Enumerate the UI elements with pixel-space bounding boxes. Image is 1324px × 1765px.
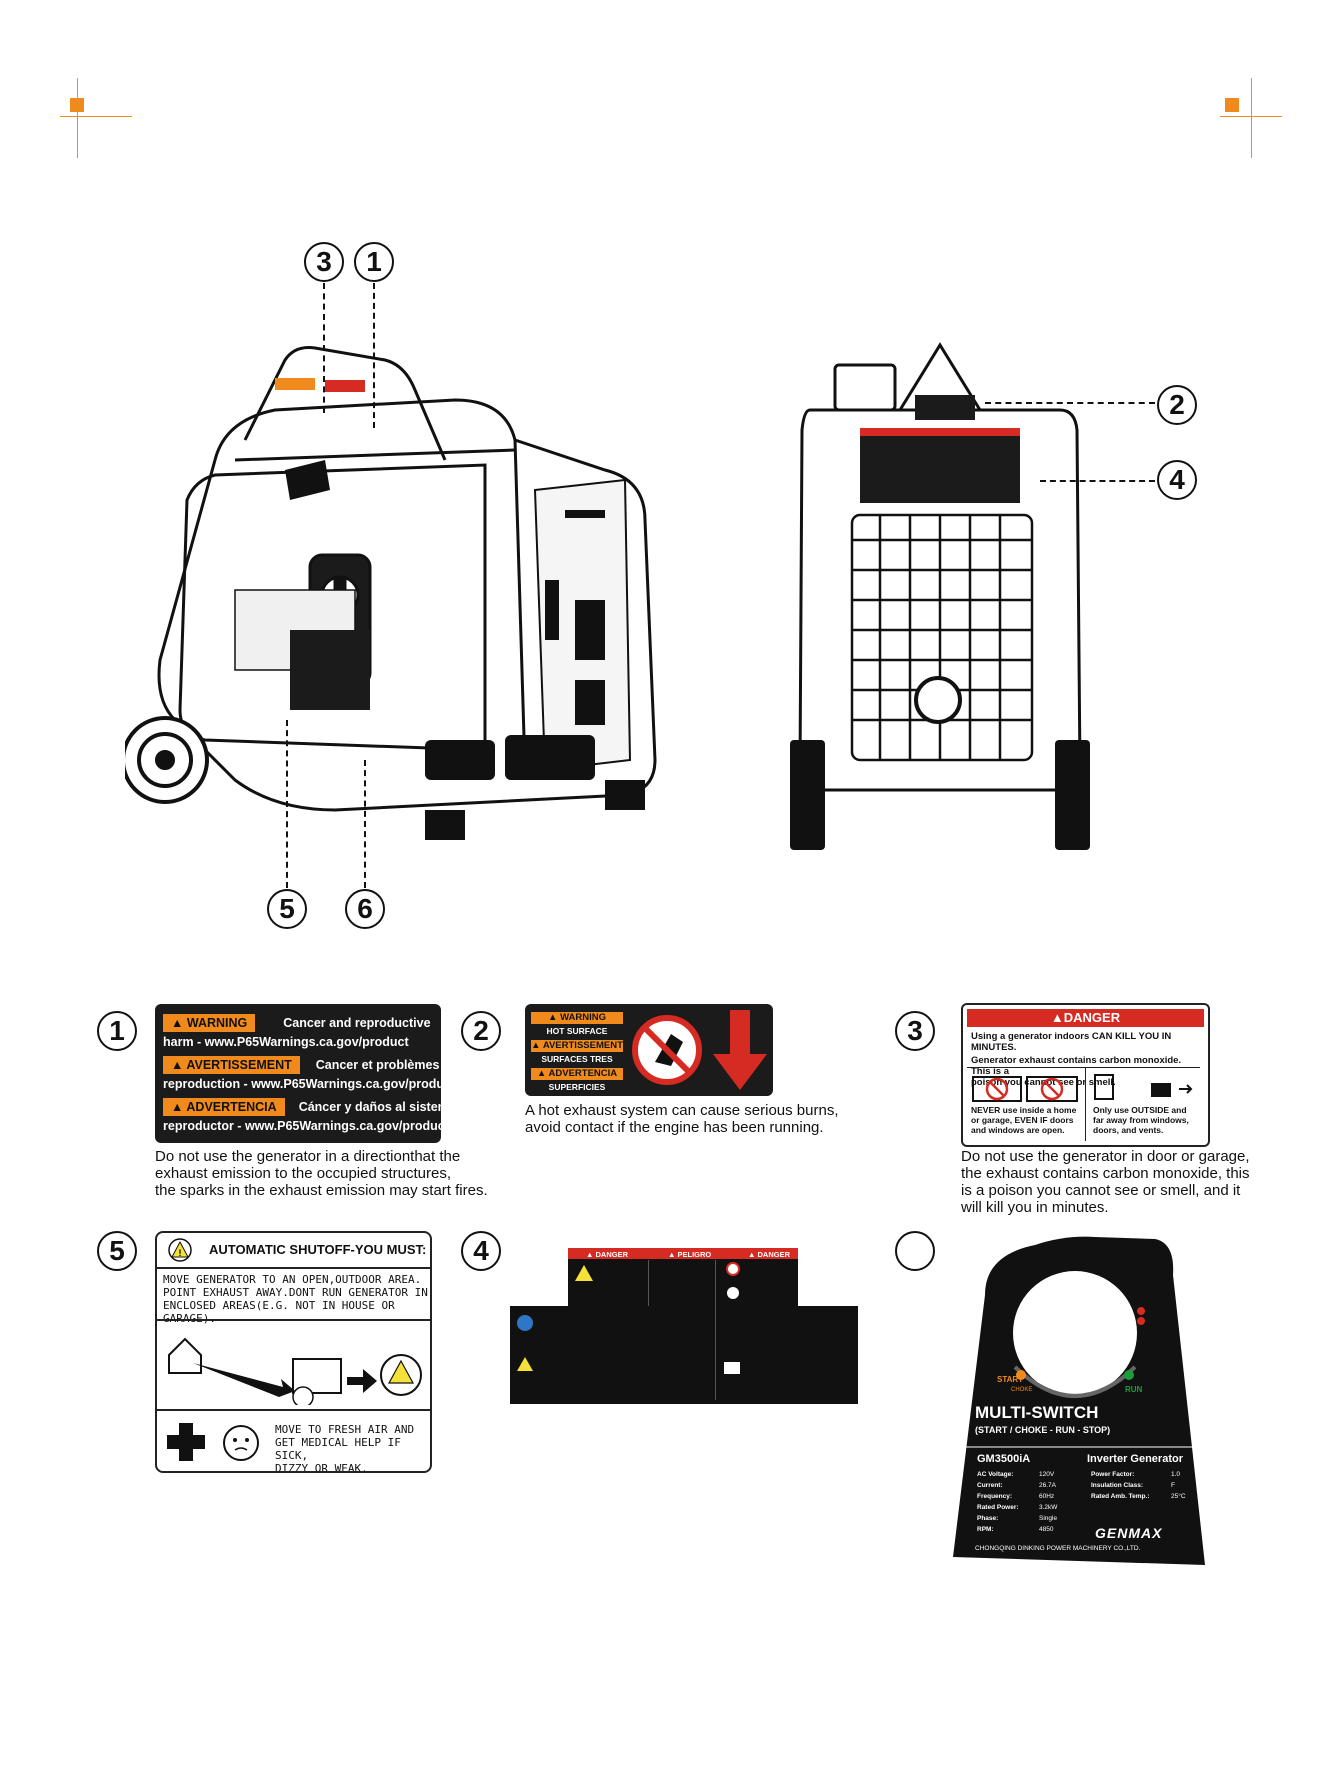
no-home-icon xyxy=(972,1076,1078,1102)
specs-left: AC Voltage:120V Current:26.7A Frequency:… xyxy=(977,1471,1058,1533)
no-touch-icon xyxy=(632,1015,702,1085)
exhaust-icon xyxy=(724,1362,740,1374)
manual-icon xyxy=(517,1315,533,1331)
hot-surface-label: ▲ WARNING HOT SURFACE ▲ AVERTISSEMENT SU… xyxy=(525,1004,773,1104)
crop-mark-right xyxy=(1220,78,1285,158)
brand-logo: GENMAX xyxy=(1095,1525,1163,1541)
fire-warning-icon xyxy=(575,1265,593,1281)
exhaust-vent xyxy=(425,735,595,780)
adv-tag: ▲ ADVERTENCIA xyxy=(163,1098,285,1116)
leader-1 xyxy=(373,283,375,428)
callout-3-top: 3 xyxy=(304,242,344,282)
callout-6 xyxy=(895,1231,935,1271)
move-outdoors-icon xyxy=(168,1337,422,1405)
label2-caption: A hot exhaust system can cause serious b… xyxy=(525,1102,839,1136)
multi-switch-subtitle: (START / CHOKE - RUN - STOP) xyxy=(975,1425,1111,1435)
shutoff-instructions: MOVE GENERATOR TO AN OPEN,OUTDOOR AREA.P… xyxy=(163,1273,428,1325)
generator-rear-view xyxy=(790,342,1090,850)
label3-caption: Do not use the generator in door or gara… xyxy=(961,1148,1250,1216)
down-arrow-icon xyxy=(713,1010,767,1090)
warning-line2: harm - www.P65Warnings.ca.gov/product xyxy=(163,1035,409,1049)
wheel xyxy=(125,716,209,804)
callout-5: 5 xyxy=(97,1231,137,1271)
plate-background xyxy=(953,1236,1205,1565)
callout-2: 2 xyxy=(461,1011,501,1051)
shock-icon xyxy=(727,1287,739,1299)
leader-6 xyxy=(364,760,366,888)
callout-1-top: 1 xyxy=(354,242,394,282)
leader-5 xyxy=(286,720,288,888)
shutoff-title: AUTOMATIC SHUTOFF-YOU MUST: xyxy=(209,1242,427,1257)
multi-switch-title: MULTI-SWITCH xyxy=(975,1403,1099,1422)
adv-text: Cáncer y daños al sistema xyxy=(298,1100,456,1114)
model-number: GM3500iA xyxy=(977,1453,1031,1465)
callout-6-top: 6 xyxy=(345,889,385,929)
avert-text: Cancer et problèmes de xyxy=(315,1058,458,1072)
warning-label-cancer: ▲ WARNING Cancer and reproductive harm - … xyxy=(155,1004,457,1143)
warning-text: Cancer and reproductive xyxy=(283,1016,431,1030)
crop-mark-left xyxy=(60,78,132,158)
callout-1: 1 xyxy=(97,1011,137,1051)
leader-3 xyxy=(323,283,325,413)
outside-generator-icon xyxy=(1094,1074,1193,1100)
avert-line2: reproduction - www.P65Warnings.ca.gov/pr… xyxy=(163,1077,456,1091)
start-label: START xyxy=(997,1375,1024,1384)
callout-5-top: 5 xyxy=(267,889,307,929)
callout-3: 3 xyxy=(895,1011,935,1051)
warning-face-icon: ! xyxy=(168,1238,192,1262)
leader-4 xyxy=(1040,480,1155,482)
svg-text:!: ! xyxy=(179,1248,182,1258)
first-aid-icon xyxy=(167,1423,259,1461)
automatic-shutoff-label: ! AUTOMATIC SHUTOFF-YOU MUST: MOVE GENER… xyxy=(155,1231,432,1473)
danger-multilingual-label: ▲ DANGER ▲ PELIGRO ▲ DANGER xyxy=(510,1248,858,1404)
adv-line2: reproductor - www.P65Warnings.ca.gov/pro… xyxy=(163,1119,449,1133)
leader-2 xyxy=(985,402,1155,404)
multi-switch-spec-plate: START CHOKE RUN MULTI-SWITCH (START / CH… xyxy=(945,1235,1205,1565)
label1-caption: Do not use the generator in a directiont… xyxy=(155,1148,488,1199)
generator-side-view xyxy=(125,346,657,840)
warning-tag: ▲ WARNING xyxy=(163,1014,256,1032)
avert-tag: ▲ AVERTISSEMENT xyxy=(163,1056,300,1074)
manufacturer: CHONGQING DINKING POWER MACHINERY CO.,LT… xyxy=(975,1545,1141,1552)
generator-type: Inverter Generator xyxy=(1087,1453,1183,1465)
callout-2-top: 2 xyxy=(1157,385,1197,425)
electric-warning-icon xyxy=(517,1357,533,1371)
no-smoking-icon xyxy=(726,1262,740,1276)
carbon-monoxide-danger-label: ▲DANGER Using a generator indoors CAN KI… xyxy=(961,1003,1210,1147)
callout-4: 4 xyxy=(461,1231,501,1271)
choke-label: CHOKE xyxy=(1011,1387,1033,1393)
callout-4-top: 4 xyxy=(1157,460,1197,500)
run-label: RUN xyxy=(1125,1385,1143,1394)
specs-right: Power Factor:1.0 Insulation Class:F Rate… xyxy=(1091,1471,1186,1500)
